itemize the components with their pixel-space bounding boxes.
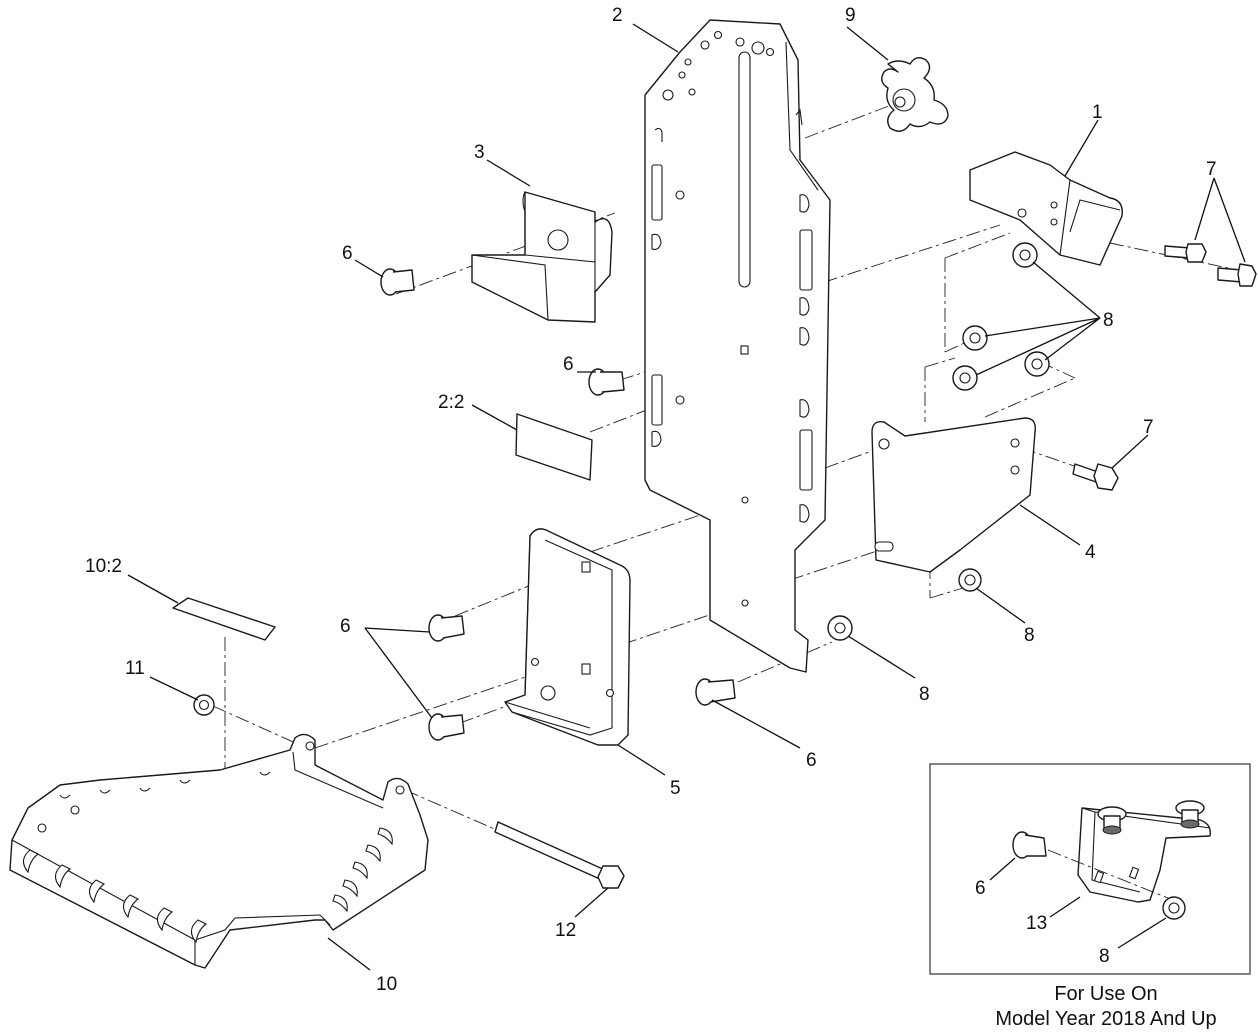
leader-lines <box>127 23 1246 971</box>
part-10-platform <box>9 733 429 969</box>
part-12-long-bolt <box>494 821 625 889</box>
callout-6-e: 6 <box>975 878 986 899</box>
callouts: 1 2 2:2 3 4 5 6 6 6 6 6 7 7 8 8 8 8 9 10… <box>85 5 1217 995</box>
callout-6-c: 6 <box>340 616 351 637</box>
inset-bolt-head-a <box>1097 806 1127 835</box>
inset-caption-line-2: Model Year 2018 And Up <box>995 1008 1216 1030</box>
part-6-bolt-b <box>588 368 625 396</box>
callout-8-c: 8 <box>919 684 930 705</box>
part-8-nut-d <box>1024 351 1050 377</box>
callout-6-d: 6 <box>806 750 817 771</box>
callout-6-b: 6 <box>563 354 574 375</box>
part-7-bolt-b <box>1217 263 1257 287</box>
inset-model-2018 <box>929 763 1251 975</box>
callout-1: 1 <box>1092 102 1103 123</box>
decal-2-2 <box>515 413 593 481</box>
part-6-bolt-e <box>695 678 736 706</box>
part-8-nut-e <box>958 568 982 592</box>
part-3-bracket <box>471 191 613 323</box>
part-6-inset-bolt <box>1012 831 1047 859</box>
callout-2-2: 2:2 <box>438 392 464 413</box>
part-8-nut-a <box>1012 242 1038 268</box>
callout-7-a: 7 <box>1206 159 1217 180</box>
callout-8-a: 8 <box>1103 310 1114 331</box>
part-7-bolt-a <box>1164 243 1207 263</box>
callout-10: 10 <box>376 974 397 995</box>
callout-2: 2 <box>612 5 623 26</box>
callout-8-b: 8 <box>1024 625 1035 646</box>
part-1-bracket <box>969 151 1123 266</box>
callout-4: 4 <box>1085 542 1096 563</box>
part-2-mount-plate <box>644 19 831 673</box>
part-6-bolt-a <box>380 268 415 296</box>
callout-7-b: 7 <box>1143 417 1154 438</box>
part-11-nut <box>193 694 215 716</box>
part-5-u-bracket <box>504 528 631 746</box>
part-6-bolt-d <box>428 713 465 741</box>
callout-5: 5 <box>670 778 681 799</box>
callout-9: 9 <box>845 5 856 26</box>
callout-8-d: 8 <box>1099 946 1110 967</box>
part-8-inset-nut <box>1162 896 1186 920</box>
part-6-bolt-c <box>428 614 465 642</box>
part-8-nut-b <box>962 325 988 351</box>
part-8-nut-f <box>827 615 853 641</box>
inset-caption-line-1: For Use On <box>1054 983 1157 1005</box>
inset-caption: For Use On Model Year 2018 And Up <box>995 983 1216 1030</box>
callout-13: 13 <box>1026 913 1047 934</box>
part-4-side-plate <box>871 417 1036 573</box>
decal-10-2 <box>172 597 276 641</box>
callout-12: 12 <box>555 920 576 941</box>
inset-bolt-head-b <box>1175 800 1205 829</box>
callout-6-a: 6 <box>342 243 353 264</box>
callout-11: 11 <box>125 658 145 679</box>
part-8-nut-c <box>952 365 978 391</box>
part-9-knob <box>881 57 949 132</box>
part-7-bolt-c <box>1072 463 1119 491</box>
callout-3: 3 <box>474 142 485 163</box>
callout-10-2: 10:2 <box>85 556 122 577</box>
